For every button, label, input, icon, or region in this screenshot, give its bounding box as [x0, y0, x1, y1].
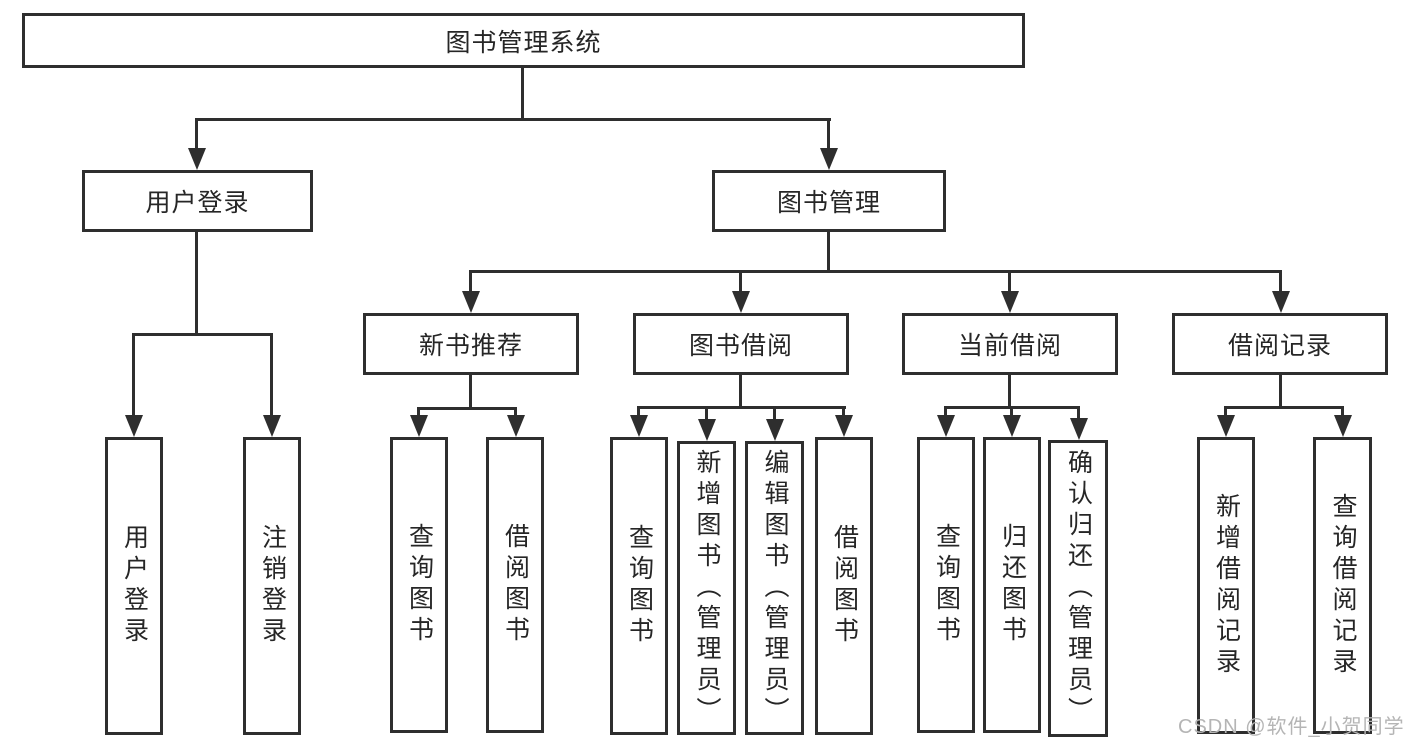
- leaf-confirm-return-admin: 确认归还（管理员）: [1048, 440, 1108, 737]
- connector-mgmt-rail: [469, 270, 1282, 273]
- connector-to-leaf-logout: [270, 333, 273, 416]
- node-root: 图书管理系统: [22, 13, 1025, 68]
- leaf-borrow-borrow-books-label: 借阅图书: [830, 524, 859, 648]
- leaf-recommend-borrow-books-label: 借阅图书: [501, 523, 530, 647]
- leaf-add-books-admin: 新增图书（管理员）: [677, 441, 736, 735]
- node-user-login: 用户登录: [82, 170, 313, 232]
- leaf-return-books-label: 归还图书: [998, 523, 1027, 647]
- connector-to-records-leaf1: [1224, 406, 1227, 417]
- connector-mgmt-stem: [827, 232, 830, 273]
- arrowhead-current-leaf1: [937, 415, 955, 437]
- node-borrow-records-label: 借阅记录: [1227, 332, 1332, 360]
- node-book-borrow-label: 图书借阅: [688, 332, 793, 360]
- arrowhead-recommend-leaf1: [410, 415, 428, 437]
- arrowhead-recommend-leaf2: [507, 415, 525, 437]
- leaf-edit-books-admin-label: 编辑图书（管理员）: [761, 448, 789, 728]
- arrowhead-borrow-leaf1: [630, 415, 648, 437]
- node-new-book-recommend: 新书推荐: [363, 313, 579, 375]
- connector-login-rail: [132, 333, 273, 336]
- connector-to-leaf-login: [132, 333, 135, 416]
- connector-to-user-login: [195, 118, 198, 150]
- connector-to-current-leaf3: [1077, 406, 1080, 420]
- leaf-user-login: 用户登录: [105, 437, 163, 735]
- arrowhead-current-leaf3: [1070, 418, 1088, 440]
- connector-records-rail: [1224, 406, 1344, 409]
- connector-to-borrow-leaf1: [637, 406, 640, 417]
- connector-to-current: [1008, 270, 1011, 292]
- leaf-borrow-query-books: 查询图书: [610, 437, 668, 735]
- connector-to-borrow-leaf4: [842, 406, 845, 417]
- arrowhead-borrow-leaf4: [835, 415, 853, 437]
- leaf-recommend-query-books-label: 查询图书: [405, 523, 434, 647]
- node-book-management-label: 图书管理: [776, 189, 881, 217]
- arrowhead-leaf-logout: [263, 415, 281, 437]
- node-new-book-recommend-label: 新书推荐: [418, 332, 523, 360]
- connector-to-current-leaf2: [1010, 406, 1013, 417]
- leaf-confirm-return-admin-label: 确认归还（管理员）: [1064, 449, 1093, 728]
- leaf-logout-label: 注销登录: [258, 524, 287, 648]
- node-current-borrow: 当前借阅: [902, 313, 1118, 375]
- connector-borrow-stem: [739, 375, 742, 409]
- connector-recommend-rail: [417, 407, 517, 410]
- arrowhead-borrow: [732, 291, 750, 313]
- leaf-logout: 注销登录: [243, 437, 301, 735]
- connector-to-recommend-leaf2: [514, 407, 517, 417]
- connector-to-borrow-leaf3: [773, 406, 776, 421]
- connector-to-borrow: [739, 270, 742, 292]
- arrowhead-records-leaf2: [1334, 415, 1352, 437]
- arrowhead-records: [1272, 291, 1290, 313]
- leaf-user-login-label: 用户登录: [120, 524, 149, 648]
- csdn-watermark: CSDN @软件_小贺同学: [1178, 716, 1405, 738]
- connector-current-stem: [1008, 375, 1011, 409]
- connector-records-stem: [1279, 375, 1282, 409]
- node-book-borrow: 图书借阅: [633, 313, 849, 375]
- leaf-borrow-query-books-label: 查询图书: [625, 524, 654, 648]
- connector-to-borrow-leaf2: [705, 406, 708, 421]
- arrowhead-borrow-leaf3: [766, 419, 784, 441]
- arrowhead-leaf-login: [125, 415, 143, 437]
- node-current-borrow-label: 当前借阅: [957, 332, 1062, 360]
- arrowhead-records-leaf1: [1217, 415, 1235, 437]
- connector-to-current-leaf1: [944, 406, 947, 417]
- connector-to-records-leaf2: [1341, 406, 1344, 417]
- connector-recommend-stem: [469, 375, 472, 410]
- arrowhead-borrow-leaf2: [698, 419, 716, 441]
- leaf-add-borrow-record: 新增借阅记录: [1197, 437, 1255, 734]
- connector-to-recommend-leaf1: [417, 407, 420, 417]
- connector-borrow-rail: [637, 406, 846, 409]
- leaf-recommend-borrow-books: 借阅图书: [486, 437, 544, 733]
- leaf-query-borrow-record: 查询借阅记录: [1313, 437, 1372, 734]
- node-root-label: 图书管理系统: [445, 28, 602, 57]
- arrowhead-current: [1001, 291, 1019, 313]
- leaf-add-books-admin-label: 新增图书（管理员）: [693, 448, 721, 728]
- leaf-query-borrow-record-label: 查询借阅记录: [1329, 492, 1357, 679]
- leaf-recommend-query-books: 查询图书: [390, 437, 448, 733]
- arrowhead-book-management: [820, 148, 838, 170]
- connector-login-stem: [195, 232, 198, 335]
- node-user-login-label: 用户登录: [145, 189, 250, 217]
- node-borrow-records: 借阅记录: [1172, 313, 1388, 375]
- connector-to-book-management: [827, 118, 830, 150]
- leaf-add-borrow-record-label: 新增借阅记录: [1212, 492, 1241, 679]
- connector-root-stem: [521, 68, 524, 118]
- leaf-current-query-books-label: 查询图书: [932, 523, 961, 647]
- arrowhead-user-login: [188, 148, 206, 170]
- node-book-management: 图书管理: [712, 170, 946, 232]
- arrowhead-recommend: [462, 291, 480, 313]
- leaf-return-books: 归还图书: [983, 437, 1041, 733]
- connector-to-records: [1279, 270, 1282, 292]
- connector-to-recommend: [469, 270, 472, 292]
- leaf-borrow-borrow-books: 借阅图书: [815, 437, 873, 735]
- leaf-current-query-books: 查询图书: [917, 437, 975, 733]
- arrowhead-current-leaf2: [1003, 415, 1021, 437]
- connector-root-rail: [195, 118, 831, 121]
- leaf-edit-books-admin: 编辑图书（管理员）: [745, 441, 804, 735]
